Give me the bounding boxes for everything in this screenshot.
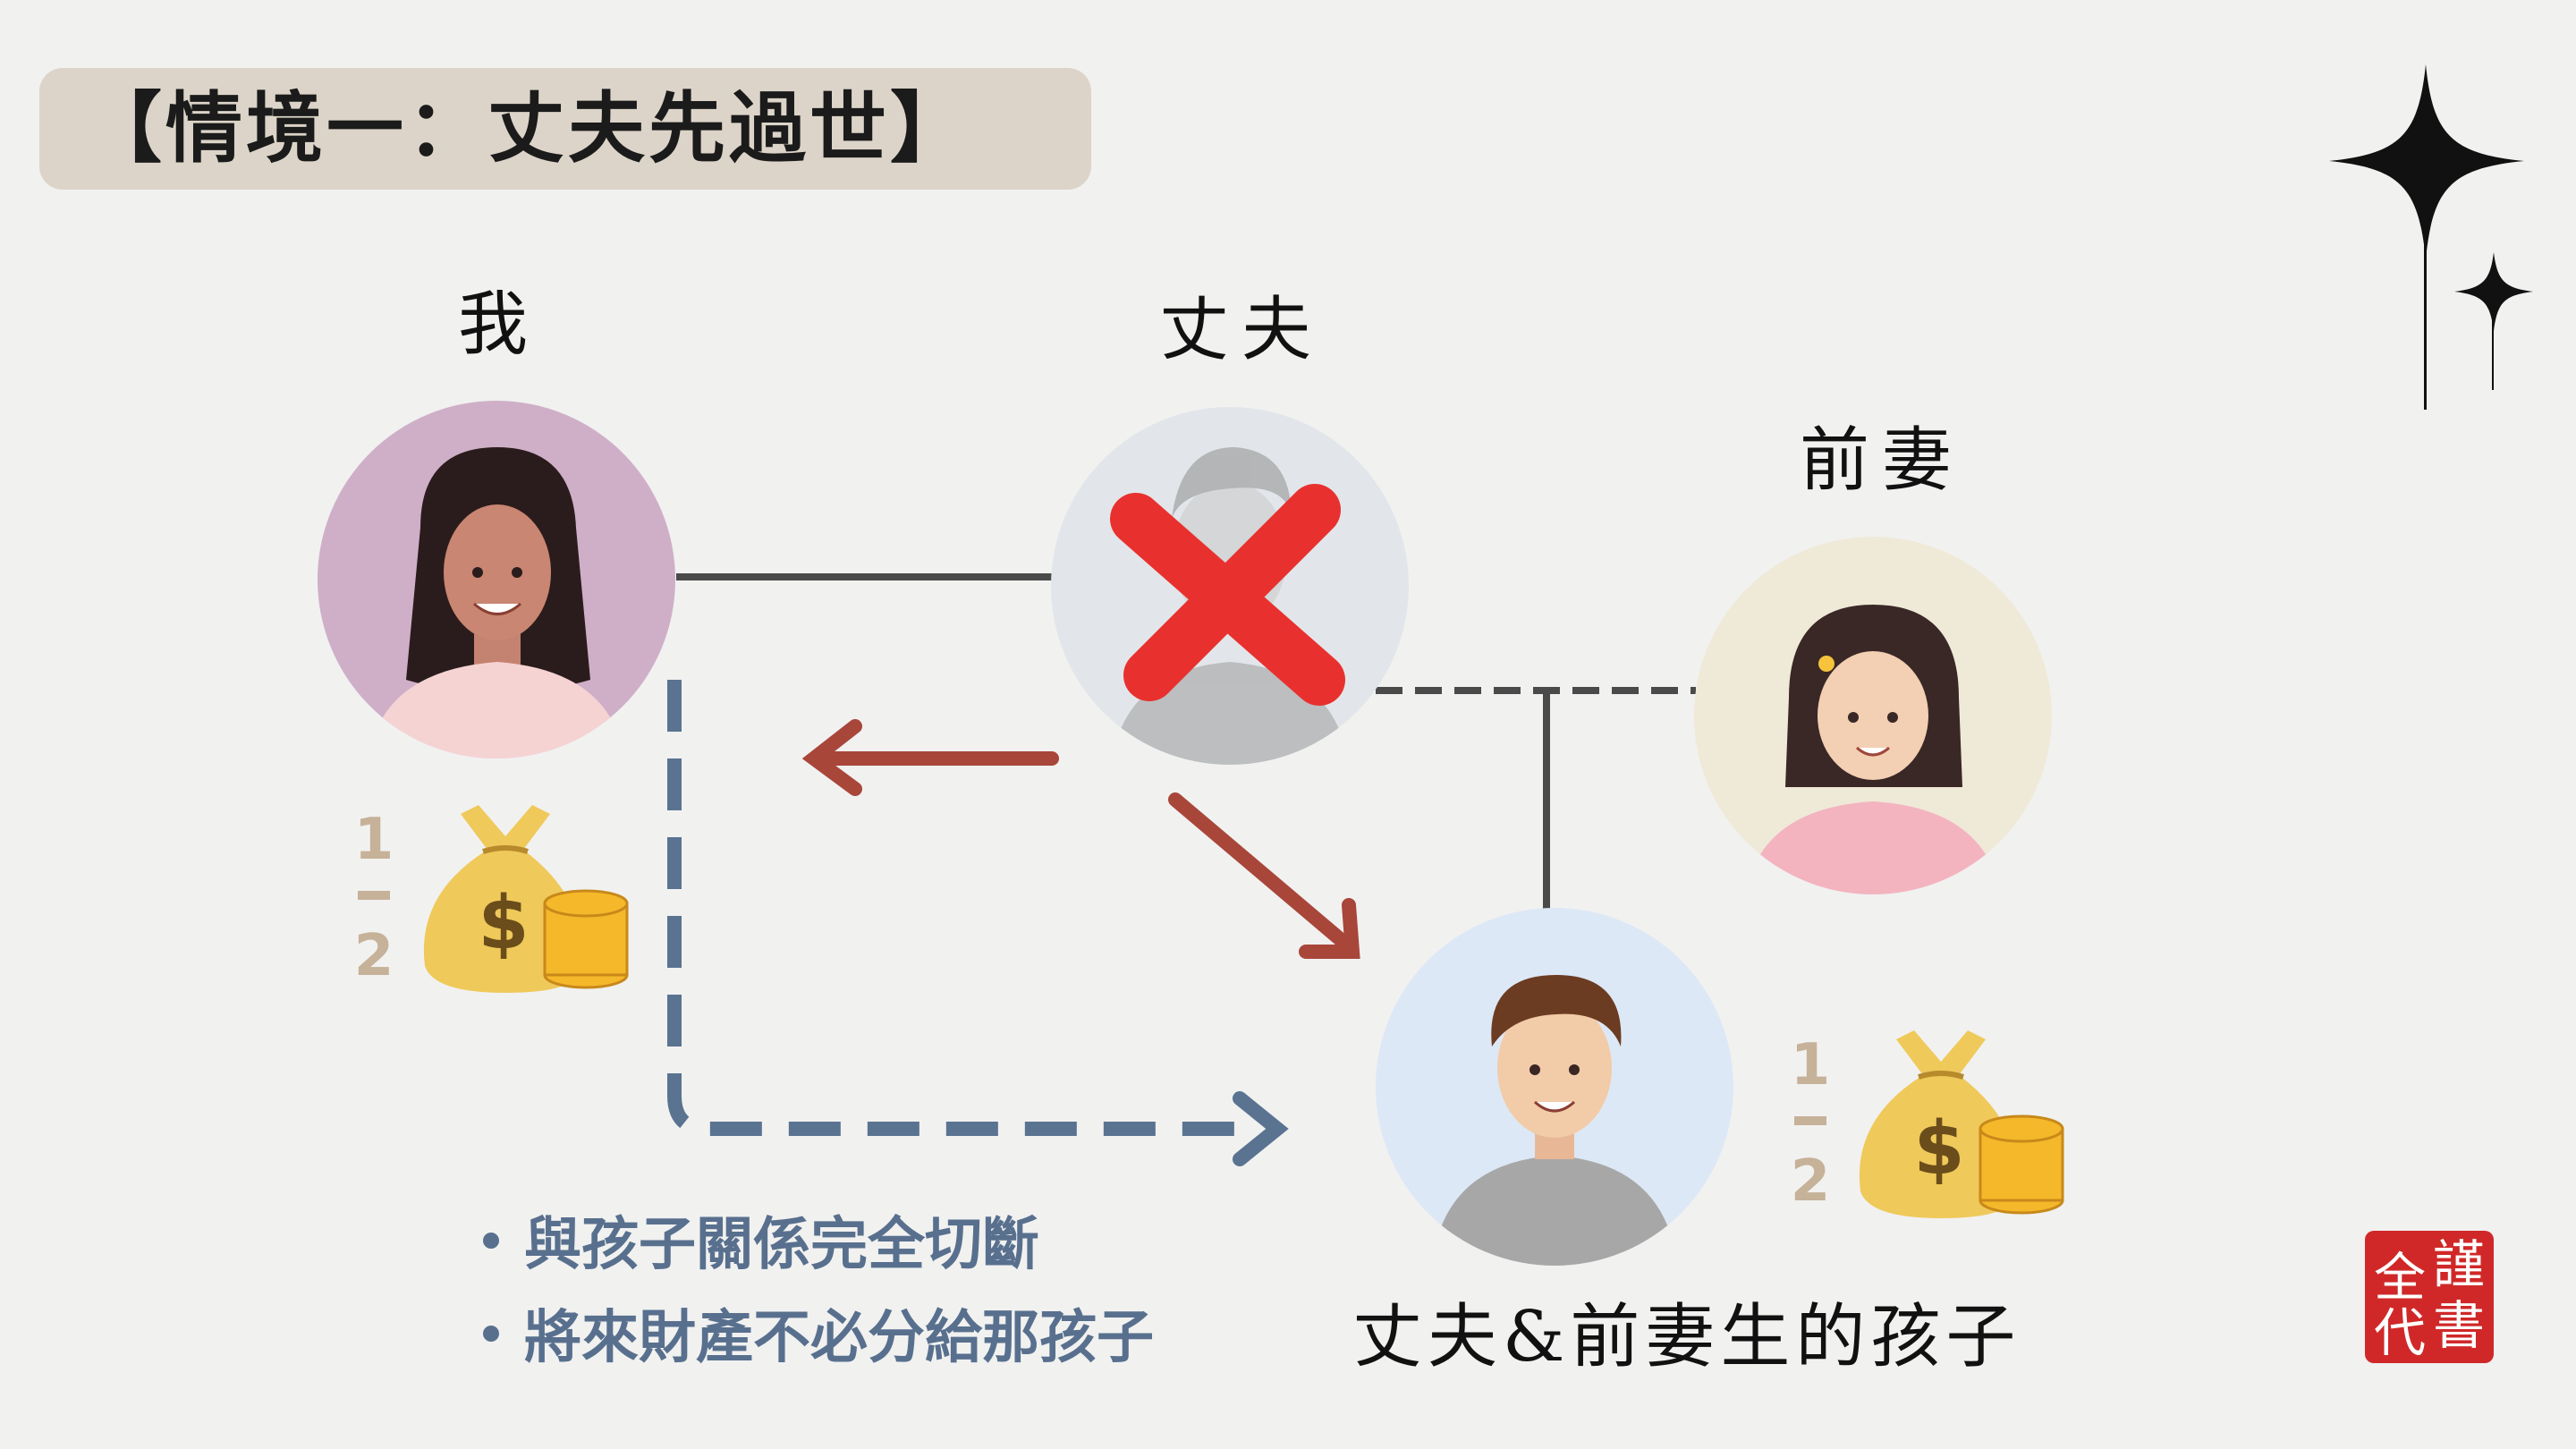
inheritance-arrow-to-child <box>1168 792 1360 959</box>
severed-relation-path <box>667 680 1289 1166</box>
svg-text:$: $ <box>1913 1106 1964 1191</box>
child-label: 丈夫&前妻生的孩子 <box>1352 1297 2021 1377</box>
money-bag-icon: $ <box>1859 1030 2064 1218</box>
bullet-icon <box>483 1233 499 1250</box>
list-item: 與孩子關係完全切斷 <box>483 1199 1154 1292</box>
share-fraction-me: 1 2 <box>354 807 394 989</box>
sparkle-icon <box>2329 64 2533 410</box>
page-title: 【情境一：丈夫先過世】 <box>85 84 970 174</box>
husband-label: 丈夫 <box>1159 290 1325 370</box>
fraction-denominator: 2 <box>1791 1148 1831 1215</box>
fraction-numerator: 1 <box>1791 1032 1831 1098</box>
fraction-denominator: 2 <box>354 923 394 989</box>
me-avatar <box>318 401 675 758</box>
deceased-cross-icon <box>1110 484 1345 706</box>
brand-seal-logo: 謹 全 書 代 <box>2365 1231 2494 1363</box>
child-avatar <box>1376 908 1733 1266</box>
list-item: 將來財產不必分給那孩子 <box>483 1292 1154 1385</box>
inheritance-arrow-to-me <box>801 719 1059 796</box>
notes-list: 與孩子關係完全切斷 將來財產不必分給那孩子 <box>483 1199 1154 1385</box>
husband-avatar <box>1051 407 1409 765</box>
title-banner <box>39 68 1091 190</box>
fraction-numerator: 1 <box>354 807 394 873</box>
money-bag-icon: $ <box>423 805 629 993</box>
share-fraction-child: 1 2 <box>1791 1032 1831 1215</box>
me-label: 我 <box>458 284 529 365</box>
svg-text:$: $ <box>478 881 529 966</box>
bullet-icon <box>483 1326 499 1343</box>
ex-wife-avatar <box>1694 537 2052 894</box>
ex-wife-label: 前妻 <box>1800 420 1965 501</box>
